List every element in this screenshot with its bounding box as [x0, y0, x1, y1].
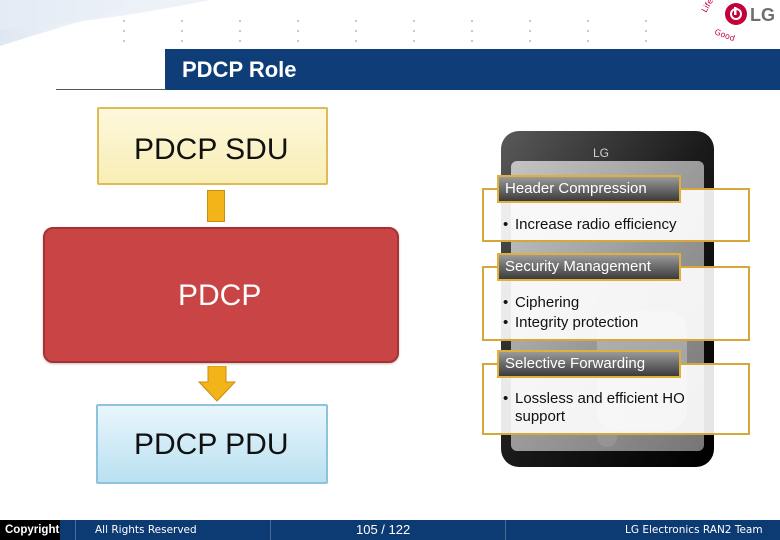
lg-logo: LG Life's Good — [700, 0, 775, 43]
bullet-item: •Ciphering — [503, 294, 580, 311]
footer-divider — [270, 520, 271, 540]
title-bar — [165, 49, 780, 90]
pdcp-box: PDCP — [43, 227, 399, 363]
down-arrow-icon — [197, 366, 237, 402]
pdcp-label: PDCP — [178, 279, 262, 312]
svg-text:LG: LG — [750, 5, 775, 25]
footer-divider — [75, 520, 76, 540]
header-swoosh-decoration — [0, 0, 647, 50]
pdcp-pdu-box: PDCP PDU — [96, 404, 328, 484]
copyright-block — [0, 520, 60, 540]
phone-logo-text: LG — [593, 146, 609, 160]
security-management-heading: Security Management — [497, 253, 681, 281]
slide-title: PDCP Role — [182, 57, 297, 82]
pdcp-sdu-box: PDCP SDU — [97, 107, 328, 185]
header-compression-heading: Header Compression — [497, 175, 681, 203]
footer-team: LG Electronics RAN2 Team — [625, 524, 763, 536]
bullet-continuation: support — [515, 408, 566, 425]
connector-arrow-shaft — [207, 190, 225, 222]
bullet-text: Integrity protection — [515, 314, 639, 331]
footer-divider — [505, 520, 506, 540]
title-underline — [56, 89, 166, 90]
svg-text:Life's: Life's — [700, 0, 718, 14]
footer-copyright: Copyright — [5, 524, 60, 536]
bullet-item: •Integrity protection — [503, 314, 639, 331]
bullet-text: Increase radio efficiency — [515, 216, 677, 233]
bullet-text: Ciphering — [515, 294, 580, 311]
bullet-text: Lossless and efficient HO — [515, 390, 685, 407]
svg-text:Good: Good — [713, 27, 736, 43]
bullet-item: •Increase radio efficiency — [503, 216, 677, 233]
page-number: 105 / 122 — [356, 522, 411, 537]
footer-rights: All Rights Reserved — [95, 524, 197, 536]
pdcp-pdu-label: PDCP PDU — [134, 428, 289, 461]
pdcp-sdu-label: PDCP SDU — [134, 133, 289, 166]
footer-bar — [0, 520, 780, 540]
selective-forwarding-heading: Selective Forwarding — [497, 350, 681, 378]
bullet-item: •Lossless and efficient HO — [503, 390, 685, 407]
